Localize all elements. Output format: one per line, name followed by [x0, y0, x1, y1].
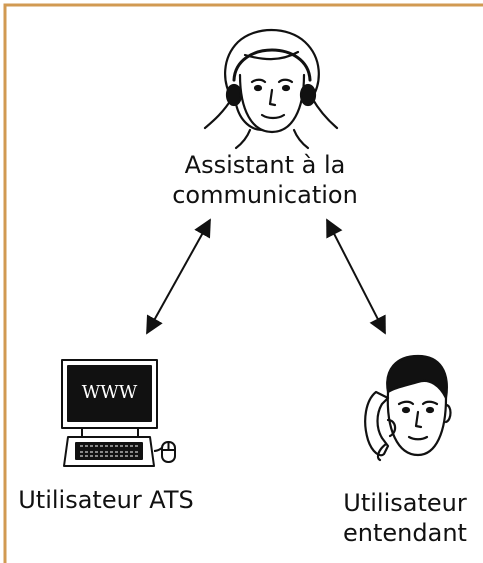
- hearing-user-label-line1: Utilisateur: [343, 489, 467, 517]
- connector-assistant-ats: [146, 218, 211, 335]
- frame-border: [3, 3, 483, 563]
- ats-user-label: Utilisateur ATS: [18, 486, 194, 514]
- hearing-user-label-line2: entendant: [343, 519, 467, 547]
- telephone-user-icon: [364, 354, 452, 462]
- assistant-label: Assistant à la communication: [140, 150, 390, 210]
- assistant-label-line2: communication: [172, 181, 358, 209]
- hearing-user-label: Utilisateur entendant: [330, 488, 480, 548]
- headset-operator-icon: [203, 29, 339, 150]
- connector-assistant-hearing: [326, 218, 386, 335]
- screen-text: WWW: [81, 382, 138, 403]
- computer-terminal-icon: [61, 359, 176, 467]
- assistant-label-line1: Assistant à la: [184, 151, 346, 179]
